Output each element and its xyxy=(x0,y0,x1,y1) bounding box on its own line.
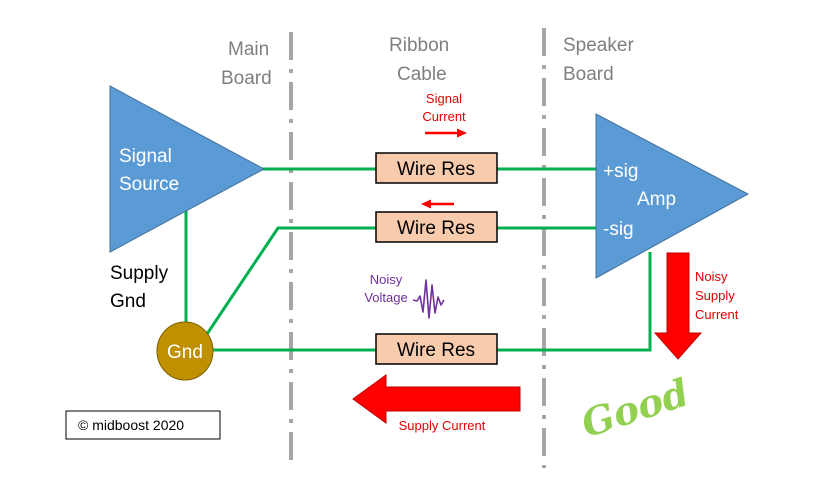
signal-source-triangle xyxy=(109,85,266,253)
amp-minus-input-label: -sig xyxy=(603,219,634,240)
signal-current-forward-arrow xyxy=(425,128,467,138)
speaker-board-heading-line1: Speaker xyxy=(563,35,634,56)
wire-res-gnd-label: Wire Res xyxy=(397,340,475,361)
main-board-heading-line2: Board xyxy=(221,68,272,89)
wire-res-return-label: Wire Res xyxy=(397,218,475,239)
speaker-board-heading-line2: Board xyxy=(563,64,614,85)
signal-current-label-line1: Signal xyxy=(426,91,462,106)
wire-res-return xyxy=(375,211,498,243)
noisy-voltage-label-line1: Noisy xyxy=(370,272,403,287)
signal-source-label-line1: Signal xyxy=(119,146,172,167)
amp-triangle xyxy=(595,113,750,279)
noisy-supply-current-label-line2: Supply xyxy=(695,288,735,303)
copyright-box xyxy=(65,410,221,440)
main-board-heading-line1: Main xyxy=(228,39,269,60)
supply-gnd-wire xyxy=(212,252,652,352)
gnd-node xyxy=(156,321,214,381)
noisy-supply-current-arrow xyxy=(653,252,703,360)
signal-current-label-line2: Current xyxy=(422,109,466,124)
ribbon-cable-heading-line1: Ribbon xyxy=(389,35,449,56)
amp-plus-input-label: +sig xyxy=(603,161,638,182)
noise-waveform-icon xyxy=(412,279,445,319)
signal-current-return-arrow xyxy=(421,199,454,209)
noisy-supply-current-label-line1: Noisy xyxy=(695,269,728,284)
noisy-supply-current-label-line3: Current xyxy=(695,307,739,322)
ribbon-cable-heading-line2: Cable xyxy=(397,64,447,85)
amp-label: Amp xyxy=(637,189,676,210)
supply-current-arrow xyxy=(352,374,521,424)
supply-current-label: Supply Current xyxy=(399,418,486,433)
supply-gnd-label-line1: Supply xyxy=(110,263,169,284)
gnd-node-label: Gnd xyxy=(167,342,203,363)
wire-res-signal-label: Wire Res xyxy=(397,159,475,180)
signal-source-label-line2: Source xyxy=(119,174,179,195)
wires xyxy=(184,167,652,352)
wire-res-signal xyxy=(375,152,498,184)
wire-res-gnd xyxy=(375,333,498,365)
noisy-voltage-label-line2: Voltage xyxy=(364,290,407,305)
good-label: Good xyxy=(576,369,694,446)
supply-gnd-label-line2: Gnd xyxy=(110,291,146,312)
copyright-text: © midboost 2020 xyxy=(78,417,184,433)
